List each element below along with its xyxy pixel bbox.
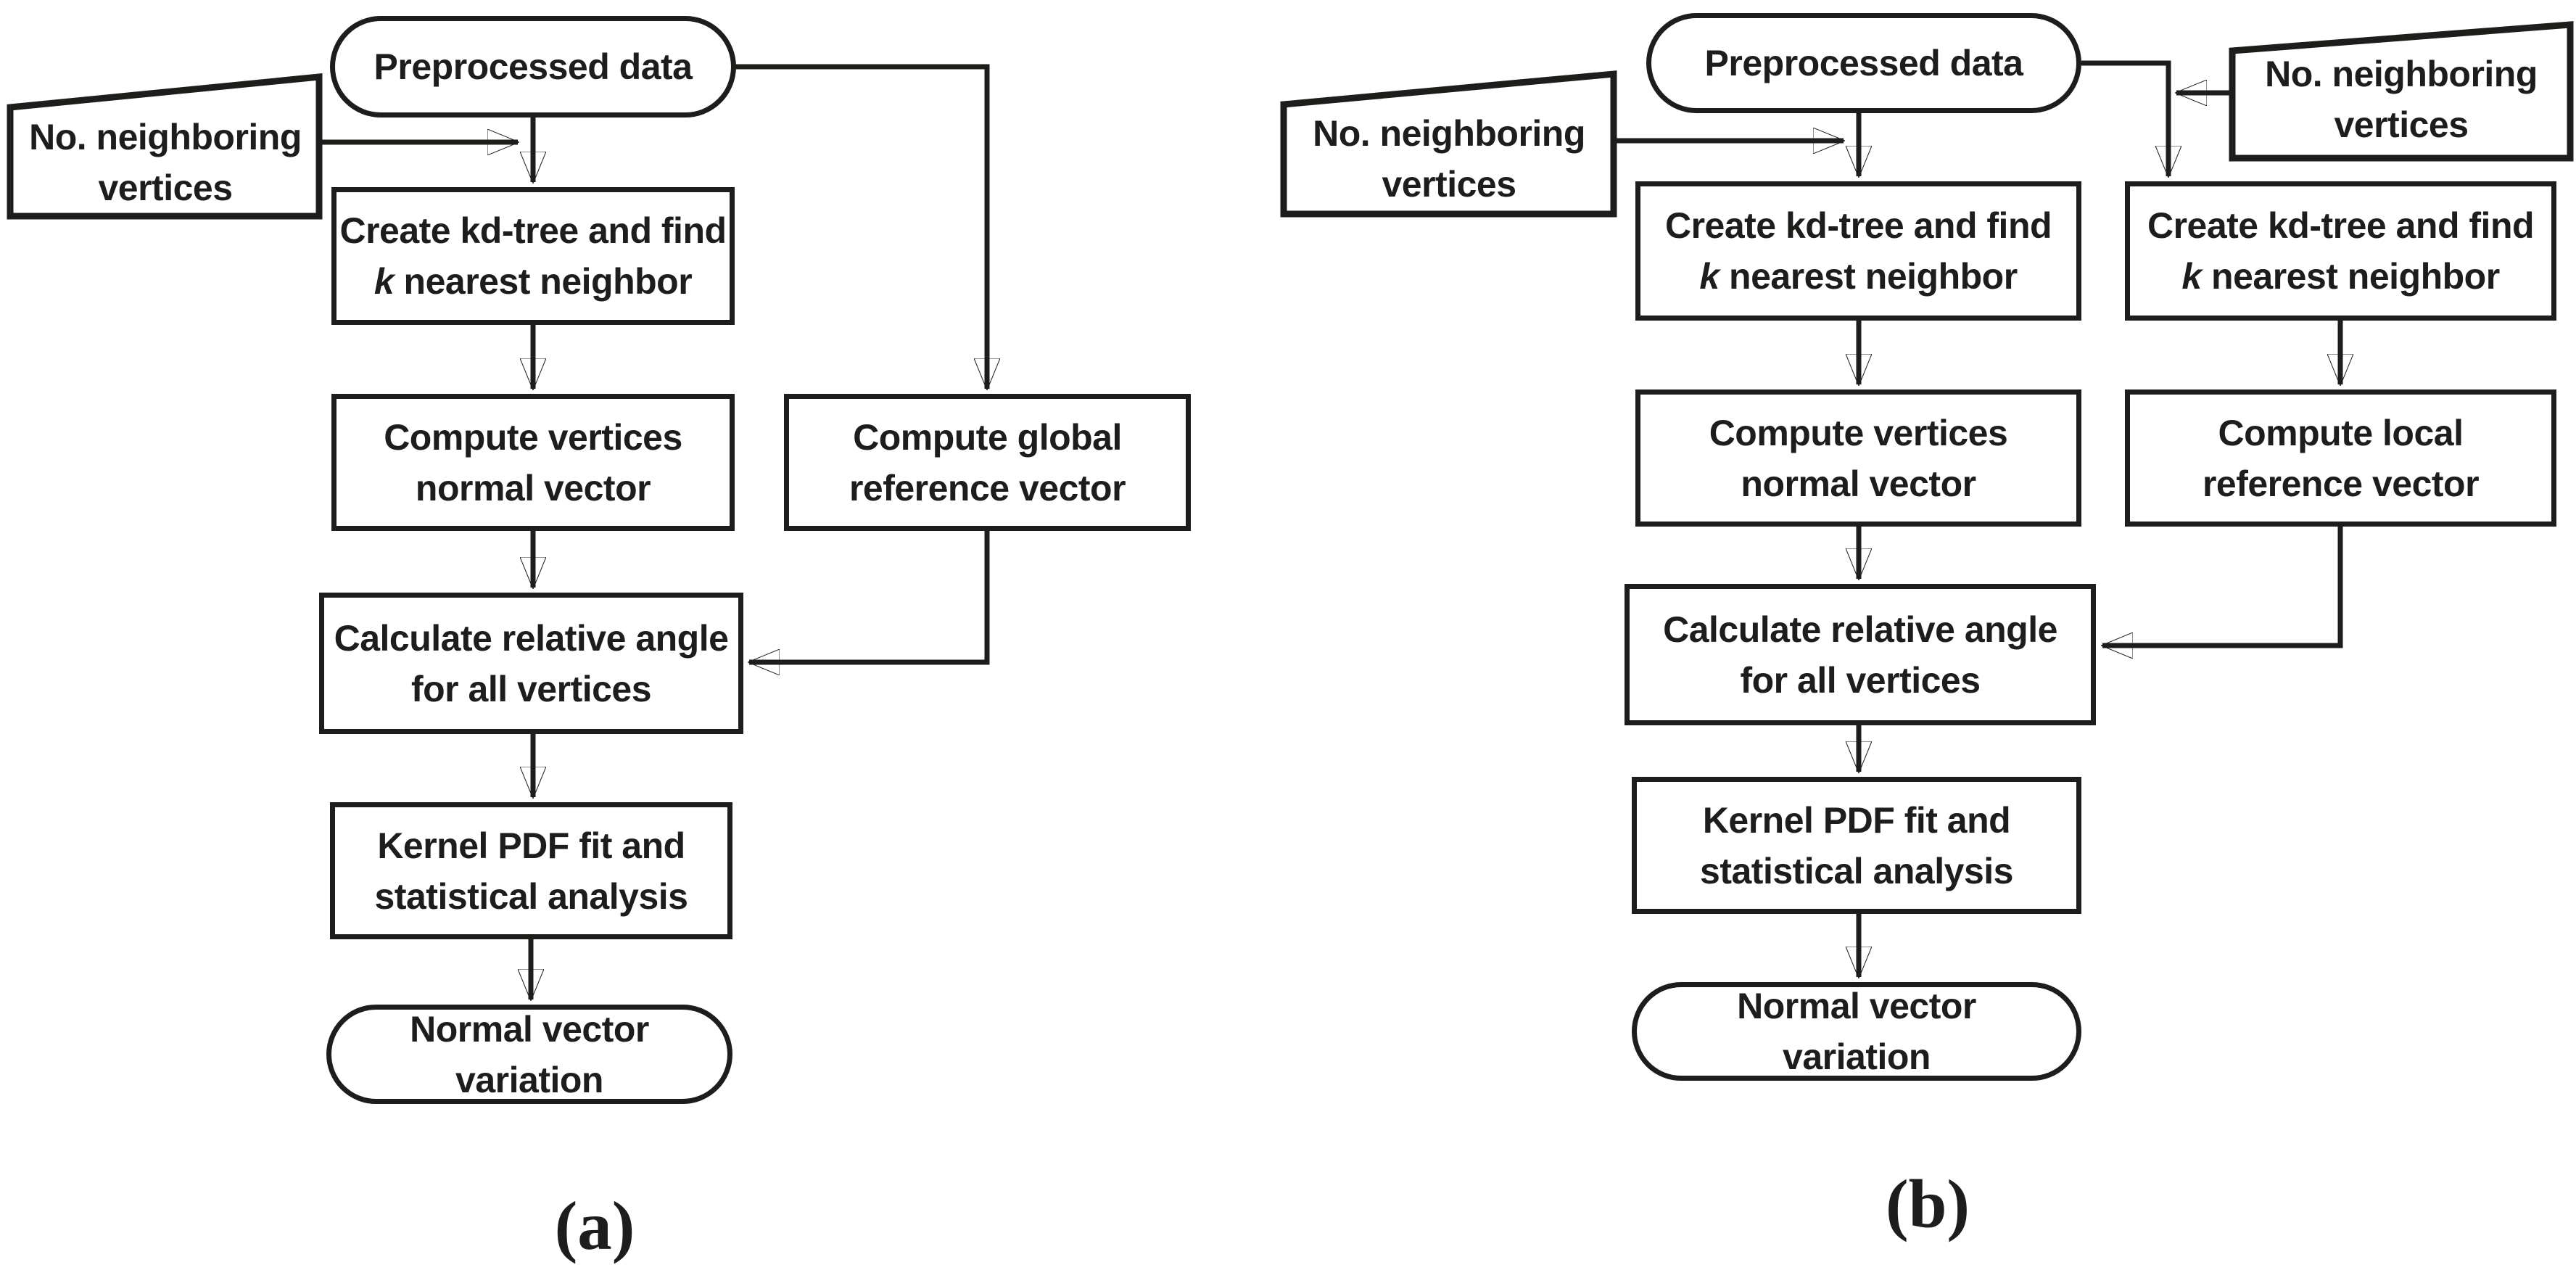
b-kdtree-right-line2-rest: nearest neighbor <box>2201 256 2500 297</box>
a-kernel-box: Kernel PDF fit and statistical analysis <box>330 802 732 939</box>
a-kdtree-line2: k nearest neighbor <box>373 256 693 307</box>
b-kernel-line2: statistical analysis <box>1700 850 2013 891</box>
a-normals-box: Compute vertices normal vector <box>331 394 735 531</box>
panel-a-caption: (a) <box>554 1187 635 1264</box>
b-start-terminal: Preprocessed data <box>1646 13 2081 113</box>
b-angle-line1: Calculate relative angle <box>1663 609 2057 650</box>
a-angle-box: Calculate relative angle for all vertice… <box>319 593 743 734</box>
b-normals-box: Compute vertices normal vector <box>1635 389 2081 527</box>
a-input-line1: No. neighboring <box>29 117 302 157</box>
a-kdtree-k-italic: k <box>373 261 395 302</box>
a-end-line2: variation <box>455 1059 603 1100</box>
b-kdtree-right-line2: k nearest neighbor <box>2181 251 2500 302</box>
b-reference-box: Compute local reference vector <box>2125 389 2556 527</box>
a-angle-line1: Calculate relative angle <box>334 617 729 659</box>
a-end-line1: Normal vector <box>410 1008 649 1050</box>
b-input-left-line2: vertices <box>1382 164 1516 205</box>
b-end-terminal: Normal vector variation <box>1632 982 2081 1081</box>
a-kernel-line2: statistical analysis <box>374 875 688 917</box>
a-start-terminal: Preprocessed data <box>330 16 736 118</box>
b-kdtree-left-box: Create kd-tree and find k nearest neighb… <box>1635 181 2081 321</box>
b-kdtree-right-box: Create kd-tree and find k nearest neighb… <box>2125 181 2556 321</box>
trapezoid-b-input-right <box>2229 21 2574 162</box>
b-kdtree-right-line1: Create kd-tree and find <box>2147 205 2535 246</box>
b-kernel-line1: Kernel PDF fit and <box>1702 799 2011 841</box>
a-start-label: Preprocessed data <box>373 46 693 87</box>
a-reference-line2: reference vector <box>849 467 1126 508</box>
b-angle-box: Calculate relative angle for all vertice… <box>1625 584 2096 725</box>
a-angle-line2: for all vertices <box>410 668 652 709</box>
b-input-left-label: No. neighboring vertices <box>1295 106 1603 212</box>
a-input-line2: vertices <box>98 168 233 208</box>
a-normals-line2: normal vector <box>415 467 651 508</box>
arrow-a-reference-to-angle <box>749 531 990 662</box>
arrow-b-start-to-kdtree-right <box>2081 60 2168 176</box>
a-kdtree-line1: Create kd-tree and find <box>339 210 727 251</box>
b-kdtree-left-line2-rest: nearest neighbor <box>1719 256 2018 297</box>
b-end-line2: variation <box>1783 1036 1931 1077</box>
b-kdtree-right-k-italic: k <box>2181 256 2202 297</box>
b-normals-line2: normal vector <box>1741 463 1976 504</box>
a-end-terminal: Normal vector variation <box>326 1005 732 1104</box>
b-kernel-box: Kernel PDF fit and statistical analysis <box>1632 777 2081 914</box>
arrow-b-reference-to-angle <box>2102 527 2343 646</box>
arrow-a-start-to-reference <box>735 64 987 389</box>
a-reference-box: Compute global reference vector <box>784 394 1191 531</box>
b-kdtree-left-line2: k nearest neighbor <box>1699 251 2018 302</box>
b-input-right-line2: vertices <box>2334 104 2469 145</box>
b-end-line1: Normal vector <box>1737 986 1976 1026</box>
b-kdtree-left-line1: Create kd-tree and find <box>1664 205 2052 246</box>
a-input-parallelogram-label: No. neighboring vertices <box>22 109 309 216</box>
a-normals-line1: Compute vertices <box>384 416 682 458</box>
a-kdtree-box: Create kd-tree and find k nearest neighb… <box>331 187 735 325</box>
b-kdtree-left-k-italic: k <box>1699 256 1720 297</box>
a-kernel-line1: Kernel PDF fit and <box>377 825 685 866</box>
b-reference-line2: reference vector <box>2202 463 2480 504</box>
a-kdtree-line2-rest: nearest neighbor <box>394 261 693 302</box>
a-reference-line1: Compute global <box>853 416 1122 458</box>
b-reference-line1: Compute local <box>2218 412 2464 453</box>
b-input-right-label: No. neighboring vertices <box>2241 42 2561 157</box>
b-input-left-line1: No. neighboring <box>1313 113 1585 154</box>
b-input-right-line1: No. neighboring <box>2265 54 2538 94</box>
b-angle-line2: for all vertices <box>1740 659 1981 701</box>
trapezoid-a-input <box>7 73 323 220</box>
b-start-label: Preprocessed data <box>1704 43 2023 83</box>
panel-b-caption: (b) <box>1885 1166 1970 1242</box>
trapezoid-b-input-left <box>1280 70 1617 218</box>
b-normals-line1: Compute vertices <box>1709 412 2008 453</box>
